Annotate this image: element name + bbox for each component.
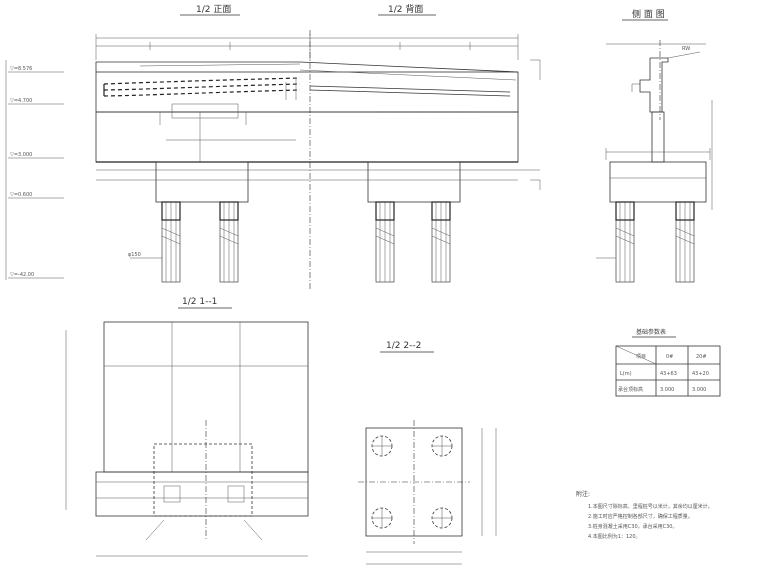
table-cell: 承台顶标高: [618, 386, 643, 393]
pile-group-left: [161, 201, 239, 283]
note-line: 3.桩身混凝土采用C30，承台采用C30。: [588, 523, 677, 530]
elevation-view: ▽=8.576 ▽=4.700 ▽=3.000 ▽=0.600 ▽=-42.00: [5, 30, 541, 290]
note-line: 2.施工时应严格控制各部尺寸，确保工程质量。: [588, 513, 693, 520]
pile-group-right: [375, 201, 451, 283]
table-cell: L(m): [620, 371, 632, 377]
title-section-1: 1/2 1--1: [182, 297, 217, 307]
section-1-view: [65, 321, 309, 557]
table-cell: 3.000: [660, 387, 674, 393]
svg-text:φ150: φ150: [128, 252, 141, 258]
svg-text:▽=0.600: ▽=0.600: [10, 192, 32, 198]
table-cell: 3.000: [692, 387, 706, 393]
svg-text:▽=4.700: ▽=4.700: [10, 98, 32, 104]
section-2-view: [358, 420, 497, 565]
svg-text:RW: RW: [682, 46, 690, 52]
note-line: 1.本图尺寸除标高、里程桩号以米计，其余均以厘米计。: [588, 503, 713, 510]
table-cell: 43+63: [660, 371, 677, 377]
svg-text:▽=8.576: ▽=8.576: [10, 66, 32, 72]
table-header-item: 项目: [636, 354, 646, 360]
title-front-half: 1/2 正面: [196, 4, 231, 15]
title-side-view: 侧 面 图: [632, 8, 665, 20]
notes-block: 附注: 1.本图尺寸除标高、里程桩号以米计，其余均以厘米计。 2.施工时应严格控…: [576, 490, 713, 540]
table-header-20: 20#: [696, 354, 707, 360]
svg-text:▽=-42.00: ▽=-42.00: [10, 272, 34, 278]
side-view: RW: [596, 40, 713, 283]
table-title: 基础参数表: [636, 328, 666, 336]
svg-text:▽=3.000: ▽=3.000: [10, 152, 32, 158]
table-header-0: 0#: [666, 354, 673, 360]
note-line: 4.本图比例为1：120。: [588, 533, 641, 540]
parameter-table: 基础参数表 项目 0# 20# L(m) 43+63 43+20 承台顶标高 3…: [615, 328, 721, 397]
title-section-2: 1/2 2--2: [386, 341, 421, 351]
notes-heading: 附注:: [576, 490, 590, 498]
title-back-half: 1/2 背面: [388, 3, 423, 15]
table-cell: 43+20: [692, 371, 709, 377]
